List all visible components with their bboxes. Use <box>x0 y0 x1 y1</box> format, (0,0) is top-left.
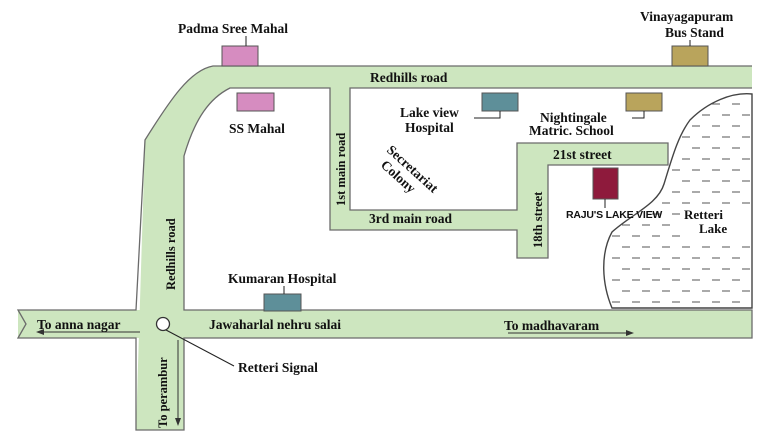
redhills-left-label: Redhills road <box>164 218 178 290</box>
retteri-lake-label-2: Lake <box>699 221 727 236</box>
padma-sree-label: Padma Sree Mahal <box>178 21 288 36</box>
jawaharlal-nehru-salai <box>18 310 752 338</box>
lake-view-hospital-marker <box>481 92 519 112</box>
rajus-lake-view-label: RAJU'S LAKE VIEW <box>566 209 662 221</box>
ss-mahal-marker <box>236 92 275 112</box>
eighteenth-street <box>517 143 548 258</box>
redhills-top-label: Redhills road <box>370 70 448 85</box>
retteri-lake-label-1: Retteri <box>684 207 723 222</box>
madhavaram-label: To madhavaram <box>504 318 600 333</box>
nightingale-label-2: Matric. School <box>529 123 614 138</box>
ss-mahal-label: SS Mahal <box>229 121 285 136</box>
rajus-lake-view-marker <box>592 167 619 200</box>
lakeview-label-1: Lake view <box>400 105 459 120</box>
perambur-label: To perambur <box>156 357 170 428</box>
kumaran-label: Kumaran Hospital <box>228 271 337 286</box>
redhills-road <box>136 66 752 430</box>
vinayagapuram-label-1: Vinayagapuram <box>640 9 734 24</box>
third-main-label: 3rd main road <box>369 211 453 226</box>
retteri-lake <box>603 93 753 309</box>
vinayagapuram-marker <box>671 45 709 67</box>
direction-arrows <box>36 329 634 426</box>
lakeview-label-2: Hospital <box>405 120 454 135</box>
kumaran-hospital-marker <box>263 293 302 312</box>
anna-nagar-label: To anna nagar <box>37 317 121 332</box>
jn-salai-label: Jawaharlal nehru salai <box>209 317 341 332</box>
retteri-signal-label: Retteri Signal <box>238 360 318 375</box>
retteri-signal-roundabout <box>155 316 171 332</box>
lake-water-pattern <box>612 103 750 303</box>
twenty-first-label: 21st street <box>553 147 612 162</box>
first-main-road <box>330 88 350 228</box>
leader-lines <box>165 36 691 367</box>
nightingale-label-1: Nightingale <box>540 110 607 125</box>
nightingale-school-marker <box>625 92 663 112</box>
twenty-first-street <box>517 143 668 165</box>
eighteenth-label: 18th street <box>531 191 545 248</box>
buildings <box>221 45 709 312</box>
vinayagapuram-label-2: Bus Stand <box>665 25 724 40</box>
road-network <box>18 66 752 430</box>
map-labels: Padma Sree Mahal Vinayagapuram Bus Stand… <box>37 9 734 428</box>
first-main-label: 1st main road <box>334 133 348 206</box>
padma-sree-mahal-marker <box>221 45 259 67</box>
third-main-road <box>330 210 517 230</box>
road-outlines <box>16 65 753 431</box>
